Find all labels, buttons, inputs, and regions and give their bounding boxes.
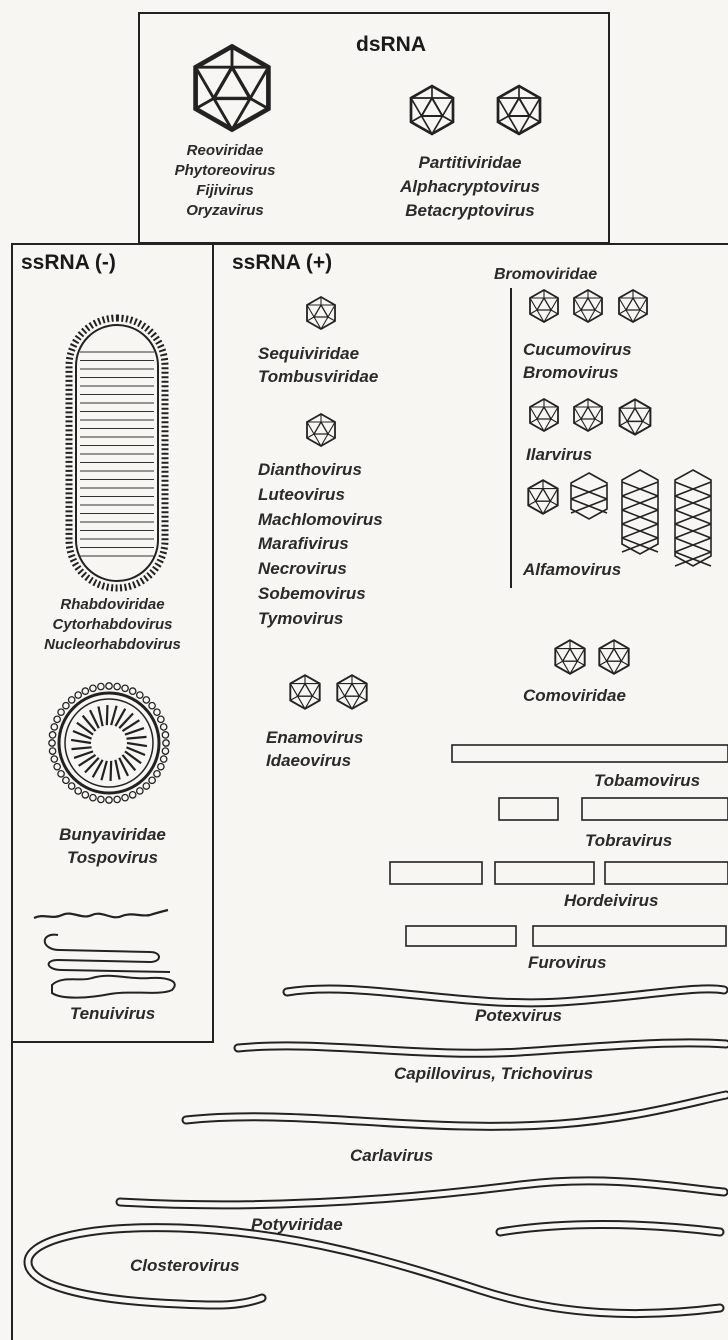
label-bromoviridae: Bromoviridae bbox=[494, 263, 597, 286]
label-furovirus: Furovirus bbox=[528, 951, 606, 974]
alfamovirus-particle-4 bbox=[675, 470, 711, 566]
label-reoviridae: Reoviridae bbox=[150, 141, 300, 161]
furovirus-rods bbox=[406, 926, 726, 946]
bunyavirus-icon bbox=[49, 683, 169, 803]
alfamovirus-icon-1 bbox=[528, 480, 557, 514]
cucumovirus-label-group: Cucumovirus Bromovirus bbox=[523, 338, 632, 384]
label-capillovirus-trichovirus: Capillovirus, Trichovirus bbox=[394, 1062, 593, 1085]
label-tobamovirus: Tobamovirus bbox=[594, 769, 700, 792]
alfamovirus-particle-2 bbox=[571, 473, 607, 519]
label-nucleorhabdovirus: Nucleorhabdovirus bbox=[12, 635, 213, 655]
enamovirus-icon-1 bbox=[290, 675, 319, 709]
small-isometric-label-group: Dianthovirus Luteovirus Machlomovirus Ma… bbox=[258, 458, 383, 632]
label-sobemovirus: Sobemovirus bbox=[258, 582, 383, 607]
ssrna-pos-heading: ssRNA (+) bbox=[232, 251, 332, 275]
ilarvirus-icon-3 bbox=[620, 399, 651, 434]
ilarvirus-icon-2 bbox=[574, 399, 602, 431]
cucumovirus-icon-3 bbox=[619, 290, 647, 322]
partitiviridae-label-group: Partitiviridae Alphacryptovirus Betacryp… bbox=[370, 151, 570, 223]
reoviridae-icon bbox=[196, 46, 269, 129]
label-necrovirus: Necrovirus bbox=[258, 557, 383, 582]
label-alfamovirus: Alfamovirus bbox=[523, 558, 621, 581]
label-closterovirus: Closterovirus bbox=[130, 1254, 240, 1277]
reoviridae-label-group: Reoviridae Phytoreovirus Fijivirus Oryza… bbox=[150, 141, 300, 221]
alfamovirus-particle-3 bbox=[622, 470, 658, 554]
label-potexvirus: Potexvirus bbox=[475, 1004, 562, 1027]
rhabdovirus-icon bbox=[69, 318, 165, 588]
label-cytorhabdovirus: Cytorhabdovirus bbox=[12, 615, 213, 635]
label-hordeivirus: Hordeivirus bbox=[564, 889, 658, 912]
label-bromovirus: Bromovirus bbox=[523, 361, 632, 384]
label-idaeovirus: Idaeovirus bbox=[266, 749, 363, 772]
label-tymovirus: Tymovirus bbox=[258, 607, 383, 632]
label-tobravirus: Tobravirus bbox=[585, 829, 672, 852]
label-rhabdoviridae: Rhabdoviridae bbox=[12, 595, 213, 615]
label-alphacryptovirus: Alphacryptovirus bbox=[370, 175, 570, 199]
label-marafivirus: Marafivirus bbox=[258, 532, 383, 557]
label-phytoreovirus: Phytoreovirus bbox=[150, 161, 300, 181]
label-comoviridae: Comoviridae bbox=[523, 684, 626, 707]
tenuivirus-icon bbox=[34, 910, 175, 998]
label-dianthovirus: Dianthovirus bbox=[258, 458, 383, 483]
label-potyviridae: Potyviridae bbox=[251, 1213, 343, 1236]
hordeivirus-rods bbox=[390, 862, 728, 884]
label-carlavirus: Carlavirus bbox=[350, 1144, 433, 1167]
ssrna-neg-heading: ssRNA (-) bbox=[21, 251, 116, 275]
label-tospovirus: Tospovirus bbox=[12, 846, 213, 869]
comoviridae-icon-1 bbox=[555, 640, 584, 674]
label-partitiviridae: Partitiviridae bbox=[370, 151, 570, 175]
partitiviridae-icon-2 bbox=[498, 86, 540, 134]
label-betacryptovirus: Betacryptovirus bbox=[370, 199, 570, 223]
tobravirus-rods bbox=[499, 798, 728, 820]
partitiviridae-icon bbox=[411, 86, 453, 134]
label-bunyaviridae: Bunyaviridae bbox=[12, 823, 213, 846]
label-enamovirus: Enamovirus bbox=[266, 726, 363, 749]
label-sequiviridae: Sequiviridae bbox=[258, 342, 378, 365]
ilarvirus-icon-1 bbox=[530, 399, 558, 431]
sequiviridae-icon bbox=[307, 297, 335, 329]
label-cucumovirus: Cucumovirus bbox=[523, 338, 632, 361]
label-ilarvirus: Ilarvirus bbox=[526, 443, 592, 466]
label-luteovirus: Luteovirus bbox=[258, 483, 383, 508]
cucumovirus-icon-1 bbox=[530, 290, 558, 322]
label-oryzavirus: Oryzavirus bbox=[150, 201, 300, 221]
dsrna-heading: dsRNA bbox=[356, 33, 426, 57]
label-fijivirus: Fijivirus bbox=[150, 181, 300, 201]
label-tombusviridae: Tombusviridae bbox=[258, 365, 378, 388]
dianthovirus-group-icon bbox=[307, 414, 335, 446]
cucumovirus-icon-2 bbox=[574, 290, 602, 322]
enamovirus-icon-2 bbox=[337, 675, 366, 709]
sequiviridae-label-group: Sequiviridae Tombusviridae bbox=[258, 342, 378, 388]
comoviridae-icon-2 bbox=[599, 640, 628, 674]
rhabdoviridae-label-group: Rhabdoviridae Cytorhabdovirus Nucleorhab… bbox=[12, 595, 213, 655]
label-tenuivirus: Tenuivirus bbox=[12, 1002, 213, 1025]
tobamovirus-rod bbox=[452, 745, 728, 762]
label-machlomovirus: Machlomovirus bbox=[258, 508, 383, 533]
bunyaviridae-label-group: Bunyaviridae Tospovirus bbox=[12, 823, 213, 869]
enamovirus-label-group: Enamovirus Idaeovirus bbox=[266, 726, 363, 772]
